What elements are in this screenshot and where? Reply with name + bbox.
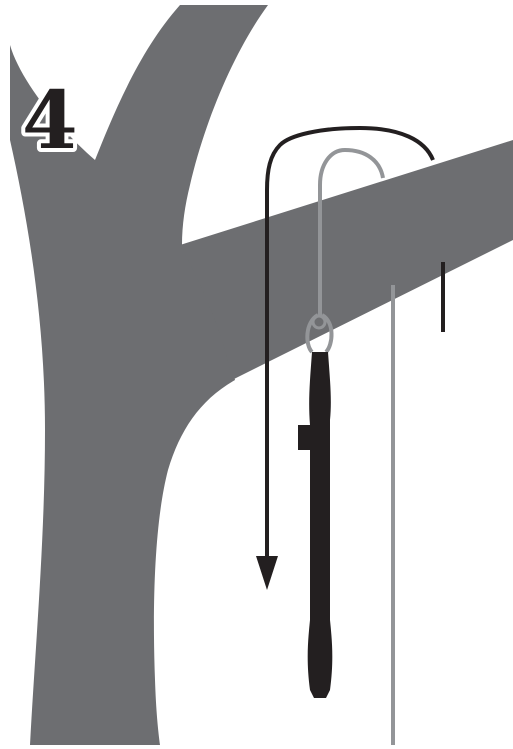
climbing-line-over-branch: [318, 147, 385, 315]
throw-line: [265, 125, 435, 560]
knot: [311, 314, 327, 330]
step-number: 4: [22, 73, 78, 167]
tree-trunk: [10, 5, 268, 745]
tree-branch: [180, 140, 513, 380]
throw-line-arrow: [256, 556, 278, 590]
throw-weight: [298, 352, 333, 698]
